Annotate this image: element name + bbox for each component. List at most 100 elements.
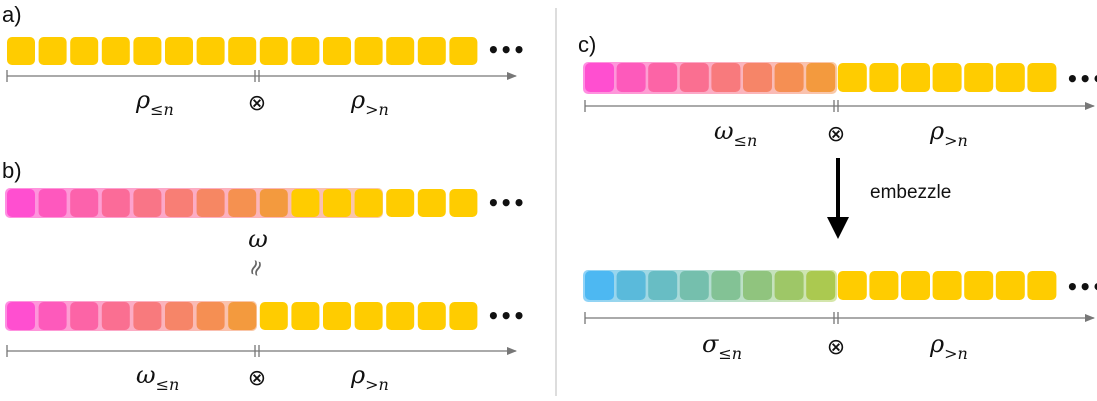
panel-b-left-label: ω≤n bbox=[136, 361, 179, 394]
panel-c-bottom-ellipsis: ••• bbox=[1066, 275, 1097, 299]
panel-c-bottom-square bbox=[585, 271, 614, 300]
panel-b-top-square bbox=[291, 189, 320, 217]
panel-b-bottom-square bbox=[165, 302, 193, 330]
panel-c-bottom-square bbox=[995, 271, 1025, 300]
panel-c-top-square bbox=[869, 63, 899, 92]
panel-c-bottom-square bbox=[711, 271, 741, 300]
panel-a-square bbox=[165, 37, 193, 65]
panel-b-bottom-square bbox=[7, 302, 35, 330]
panel-b-approx-symbol: ≈ bbox=[242, 255, 272, 281]
panel-c-top-square bbox=[901, 63, 930, 92]
panel-a-square bbox=[449, 37, 478, 65]
panel-c-bottom-square bbox=[932, 271, 962, 300]
panel-b-top-squares bbox=[7, 189, 478, 217]
panel-b-top-square bbox=[7, 189, 35, 217]
panel-b-bottom-square bbox=[70, 302, 99, 330]
panel-c-top-tensor-symbol: ⊗ bbox=[827, 122, 845, 147]
panel-b-bottom-square bbox=[228, 302, 257, 330]
panel-c-bottom-square bbox=[774, 271, 804, 300]
panel-b-top-square bbox=[323, 189, 351, 217]
panel-c-bottom-square bbox=[837, 271, 867, 300]
panel-b-bottom-square bbox=[291, 302, 320, 330]
panel-b-bottom-squares bbox=[7, 302, 478, 330]
panel-b-top-ellipsis: ••• bbox=[487, 191, 525, 215]
panel-a-square bbox=[196, 37, 225, 65]
panel-b-top-square bbox=[70, 189, 99, 217]
embezzle-label: embezzle bbox=[870, 182, 951, 203]
panel-c-top-square bbox=[837, 63, 867, 92]
panel-b-right-label: ρ>n bbox=[350, 361, 389, 394]
panel-b-bottom-square bbox=[354, 302, 383, 330]
panel-b-top-label: ω bbox=[248, 225, 268, 253]
panel-c-top-squares bbox=[585, 63, 1057, 92]
panel-c-bottom-square bbox=[964, 271, 994, 300]
panel-b-top-square bbox=[417, 189, 446, 217]
panel-c-top-square bbox=[711, 63, 741, 92]
panel-b-axis bbox=[6, 345, 517, 357]
panel-a-tensor-symbol: ⊗ bbox=[248, 91, 266, 116]
panel-a-square bbox=[354, 37, 383, 65]
panel-a-axis bbox=[6, 70, 517, 82]
panel-b-top-square bbox=[101, 189, 130, 217]
panel-a-label: a) bbox=[2, 2, 22, 27]
panel-b-bottom-pale-band bbox=[5, 301, 257, 331]
panel-c-top-square bbox=[679, 63, 709, 92]
panel-b-bottom-square bbox=[386, 302, 415, 330]
panel-a-square bbox=[228, 37, 257, 65]
panel-a-right-label: ρ>n bbox=[350, 86, 389, 119]
panel-c-bottom-right-label: ρ>n bbox=[929, 330, 968, 363]
panel-b-bottom-row: ••• bbox=[5, 301, 525, 331]
panel-b-top-square bbox=[165, 189, 193, 217]
panel-c-top-square bbox=[1027, 63, 1057, 92]
panel-c-top-square bbox=[648, 63, 678, 92]
panel-c-top-row: ••• bbox=[583, 62, 1097, 94]
panel-b-top-square bbox=[386, 189, 415, 217]
panel-c-bottom-axis bbox=[584, 312, 1095, 324]
panel-b-bottom-square bbox=[133, 302, 162, 330]
panel-c-bottom-squares bbox=[585, 271, 1057, 300]
panel-c-top-square bbox=[964, 63, 994, 92]
panel-c-bottom-square bbox=[1027, 271, 1057, 300]
panel-a-square bbox=[386, 37, 415, 65]
panel-b-top-square bbox=[133, 189, 162, 217]
panel-a-square bbox=[70, 37, 99, 65]
panel-c-top-left-label: ω≤n bbox=[714, 117, 757, 150]
panel-b-bottom-square bbox=[259, 302, 288, 330]
panel-c-top-square bbox=[743, 63, 772, 92]
panel-c-bottom-row: ••• bbox=[583, 270, 1097, 302]
panel-b-bottom-ellipsis: ••• bbox=[487, 304, 525, 328]
panel-c-top-square bbox=[585, 63, 614, 92]
panel-b-top-square bbox=[354, 189, 383, 217]
panel-c-bottom-left-label: σ≤n bbox=[702, 330, 742, 363]
panel-b-top-square bbox=[38, 189, 67, 217]
panel-b-top-square bbox=[259, 189, 288, 217]
panel-b-bottom-square bbox=[323, 302, 351, 330]
panel-b-tensor-symbol: ⊗ bbox=[248, 366, 266, 391]
panel-c-bottom-square bbox=[743, 271, 772, 300]
panel-c-bottom-square bbox=[901, 271, 930, 300]
panel-c-top-square bbox=[932, 63, 962, 92]
panel-a-square bbox=[101, 37, 130, 65]
panel-a-left-label: ρ≤n bbox=[135, 86, 174, 119]
panel-b-top-square bbox=[196, 189, 225, 217]
panel-c-top-square bbox=[616, 63, 646, 92]
panel-c-top-ellipsis: ••• bbox=[1066, 67, 1097, 91]
panel-c-top-axis bbox=[584, 100, 1095, 112]
panel-c-bottom-square bbox=[869, 271, 899, 300]
panel-a-square bbox=[38, 37, 67, 65]
panel-b-label: b) bbox=[2, 158, 22, 183]
panel-c-bottom-pale-band bbox=[583, 270, 837, 302]
panel-a-row: ••• bbox=[7, 37, 525, 65]
panel-c-top-square bbox=[774, 63, 804, 92]
panel-c-top-square bbox=[995, 63, 1025, 92]
panel-a-square bbox=[259, 37, 288, 65]
panel-b-top-square bbox=[449, 189, 478, 217]
panel-c-top-right-label: ρ>n bbox=[929, 117, 968, 150]
panel-c-bottom-tensor-symbol: ⊗ bbox=[827, 335, 845, 360]
panel-b-top-row: ••• bbox=[5, 188, 525, 218]
panel-a-squares bbox=[7, 37, 478, 65]
panel-b-top-pale-band bbox=[5, 188, 383, 218]
panel-a-square bbox=[291, 37, 320, 65]
panel-c-top-pale-band bbox=[583, 62, 837, 94]
